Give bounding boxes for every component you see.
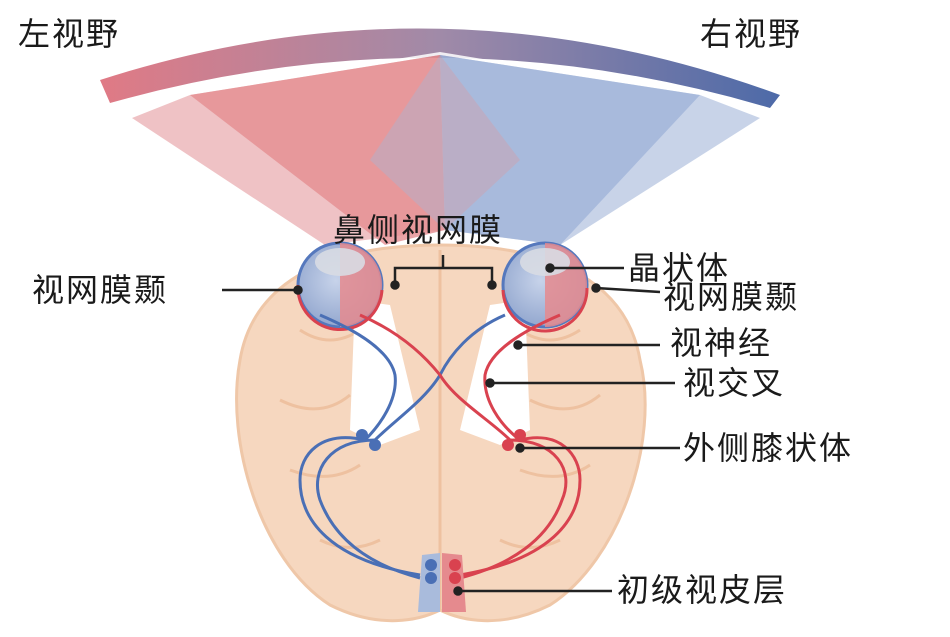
right-visual-field-label: 右视野 <box>700 15 803 53</box>
optic-chiasm-label: 视交叉 <box>683 364 786 402</box>
lens-label: 晶状体 <box>628 249 731 287</box>
lgn-label: 外侧膝状体 <box>683 429 854 467</box>
blue-pathway <box>298 313 506 580</box>
right-eye <box>501 241 589 333</box>
visual-field-cones <box>132 52 760 260</box>
leader-lines <box>222 255 680 596</box>
brain <box>235 243 647 623</box>
visual-cortex-label: 初级视皮层 <box>617 571 788 609</box>
left-eye <box>296 241 384 332</box>
nasal-retina-label: 鼻侧视网膜 <box>333 211 504 249</box>
optic-nerve-label: 视神经 <box>670 324 773 362</box>
temporal-retina-right-label: 视网膜颞 <box>663 278 800 316</box>
left-visual-field-label: 左视野 <box>18 15 121 53</box>
temporal-retina-left-label: 视网膜颞 <box>32 271 169 309</box>
lgn-nodes <box>356 429 526 451</box>
visual-field-arc <box>100 28 780 109</box>
visual-cortex <box>418 553 466 612</box>
